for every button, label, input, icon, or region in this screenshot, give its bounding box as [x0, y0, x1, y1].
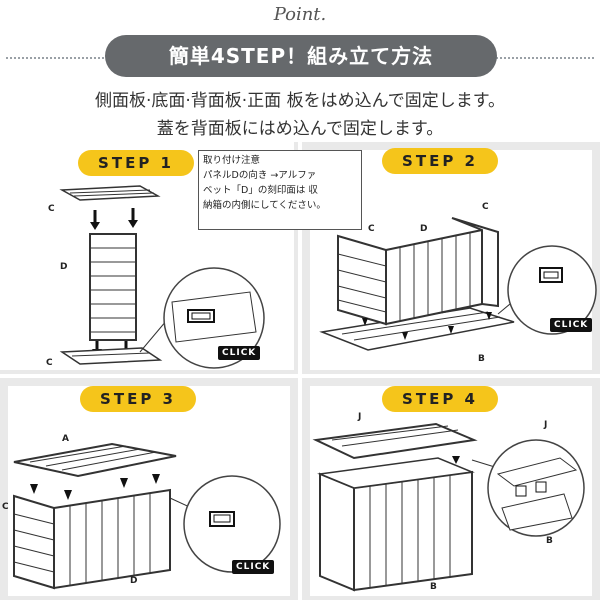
part-label-d: D [130, 576, 138, 586]
part-label-b-zoom: B [546, 536, 553, 546]
part-label-c-top: C [48, 204, 55, 214]
note-line-1: 取り付け注意 [203, 155, 261, 166]
step-3-panel: STEP 3 A C D CLICK [0, 378, 298, 600]
note-line-2: パネルDの向き →アルファ [203, 170, 317, 181]
part-label-c-bottom: C [46, 358, 53, 368]
step-2-panel: STEP 2 C D C B CLICK [302, 142, 600, 374]
step-4-illustration [312, 422, 585, 592]
step-3-illustration [13, 442, 281, 590]
step-3-badge: STEP 3 [80, 386, 196, 412]
note-line-3: ベット「D」の刻印面は 収 [203, 185, 318, 196]
page-title: 簡単4STEP！組み立て方法 [105, 35, 497, 77]
point-logo: Point. [273, 4, 327, 25]
intro-line-2: 蓋を背面板にはめ込んで固定します。 [156, 119, 444, 139]
part-label-d: D [420, 224, 428, 234]
step-2-badge: STEP 2 [382, 148, 498, 174]
part-label-b-box: B [430, 582, 437, 592]
note-line-4: 納箱の内側にしてください。 [203, 200, 326, 211]
part-label-j-lid: J [358, 412, 362, 422]
step-1-illustration [59, 185, 265, 369]
part-label-c: C [2, 502, 9, 512]
dotted-divider-left [6, 57, 116, 59]
mounting-note: 取り付け注意 パネルDの向き →アルファ ベット「D」の刻印面は 収 納箱の内側… [198, 150, 362, 230]
part-label-a: A [62, 434, 69, 444]
step-2-illustration [319, 217, 597, 351]
part-label-c-right: C [482, 202, 489, 212]
intro-line-1: 側面板·底面·背面板·正面 板をはめ込んで固定します。 [94, 91, 506, 111]
step-4-panel: STEP 4 J J B B [302, 378, 600, 600]
step-1-badge: STEP 1 [78, 150, 194, 176]
click-badge-1: CLICK [218, 346, 261, 360]
click-badge-2: CLICK [550, 318, 593, 332]
part-label-j-zoom: J [544, 420, 548, 430]
step-4-badge: STEP 4 [382, 386, 498, 412]
part-label-b: B [478, 354, 485, 364]
dotted-divider-right [484, 57, 594, 59]
part-label-d: D [60, 262, 68, 272]
part-label-c-left: C [368, 224, 375, 234]
click-badge-3: CLICK [232, 560, 275, 574]
